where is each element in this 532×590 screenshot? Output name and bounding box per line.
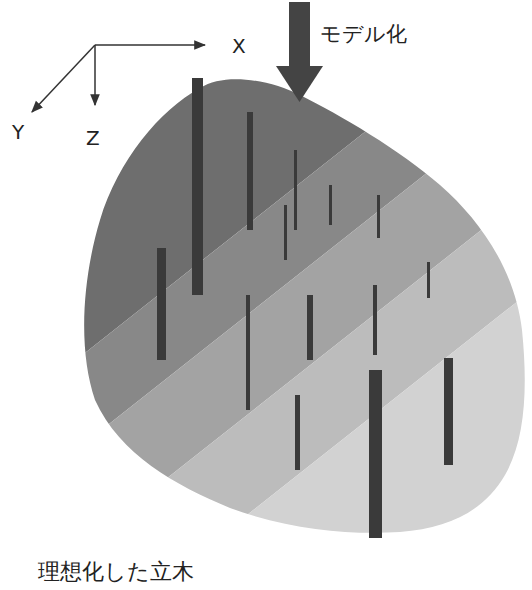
axis-label: X (232, 36, 246, 56)
axis-label: Y (12, 122, 24, 142)
figure-label: 理想化した立木 (38, 561, 194, 583)
modelling-arrow (276, 2, 323, 102)
axes (32, 45, 205, 112)
arrow-label: モデル化 (320, 24, 407, 45)
axis-label: Z (86, 128, 100, 148)
tree-bars (157, 78, 453, 538)
